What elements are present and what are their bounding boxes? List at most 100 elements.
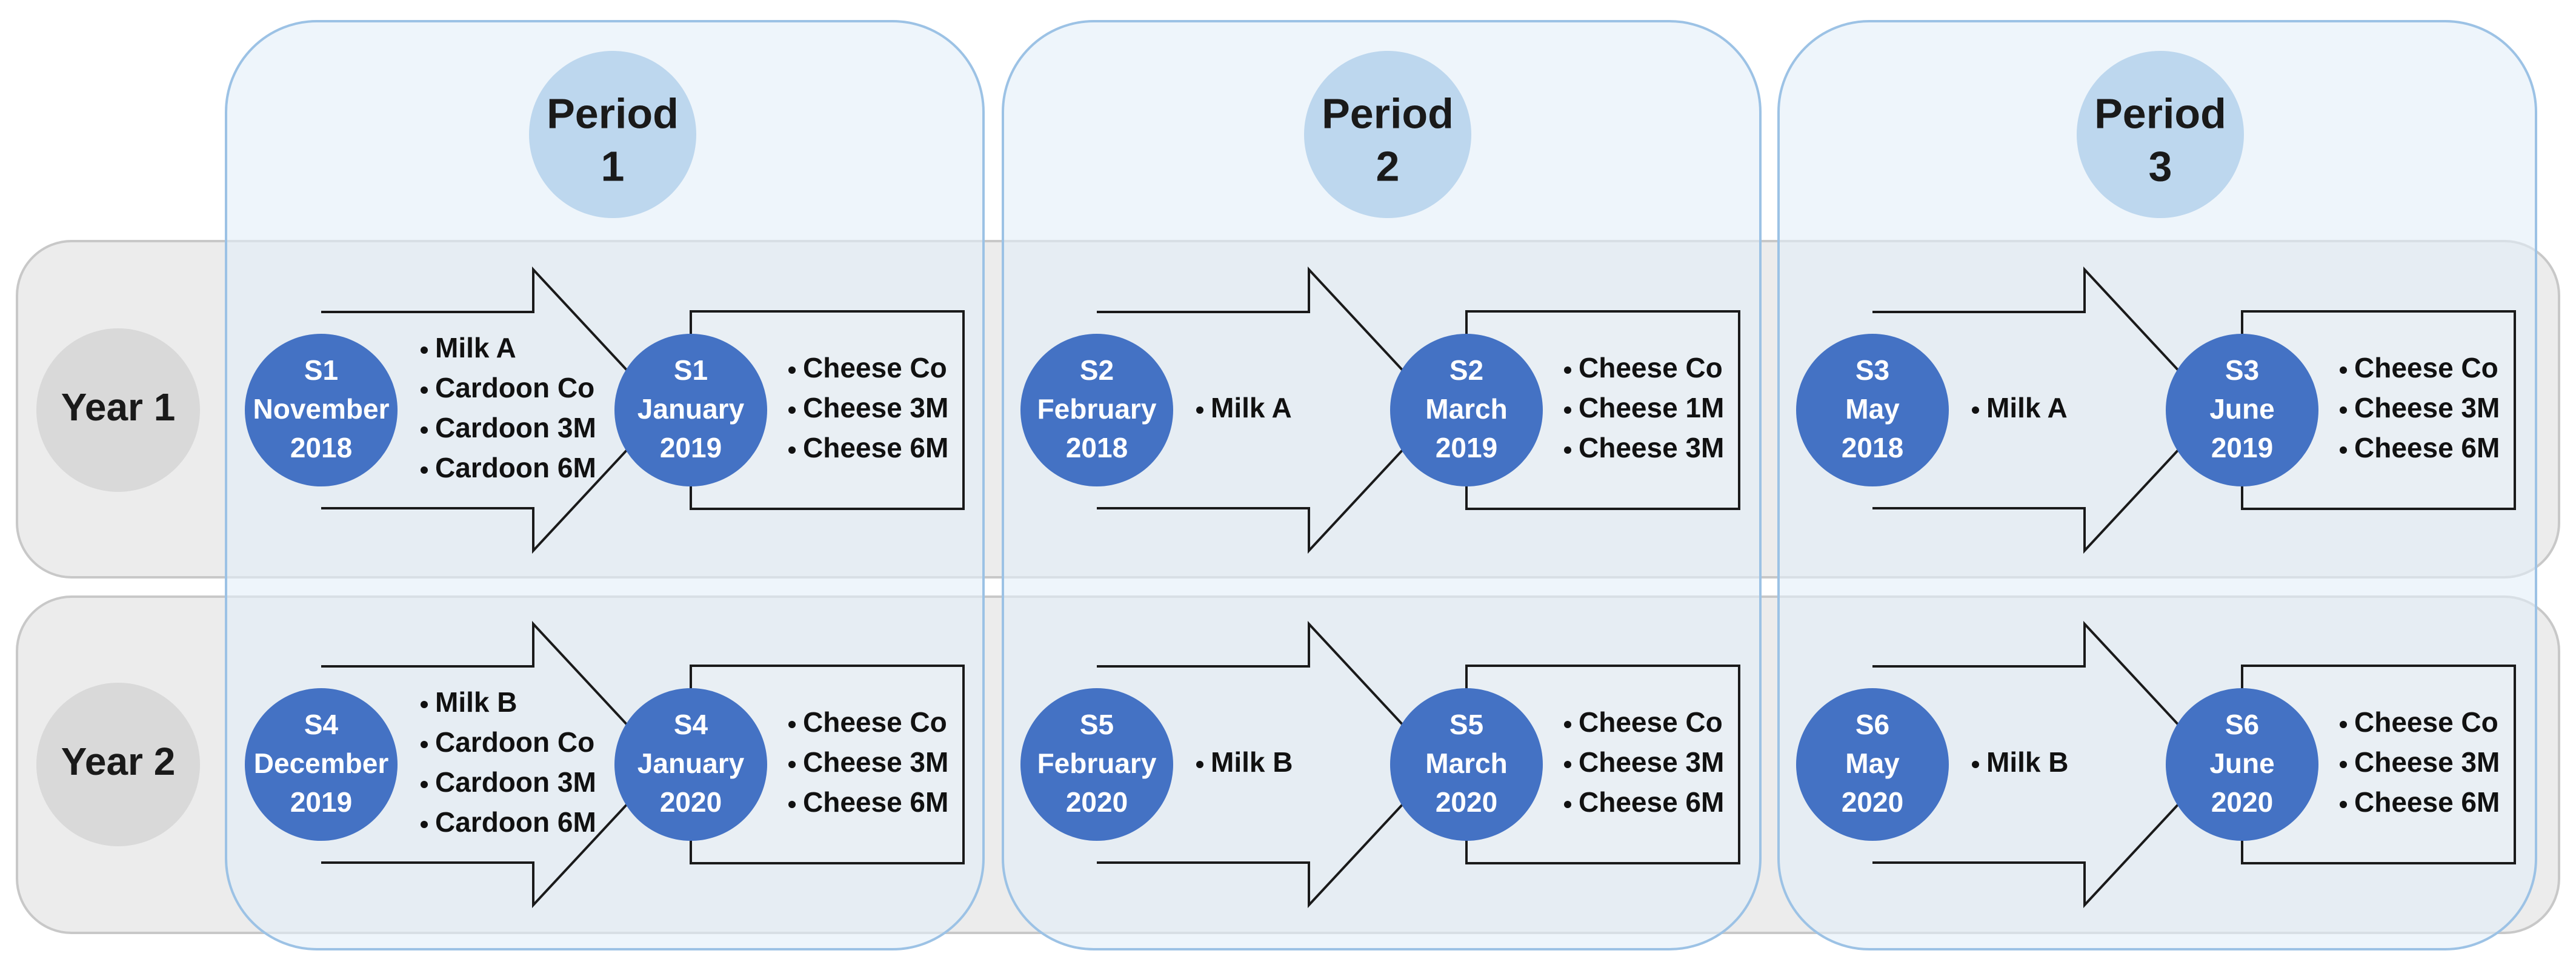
period-title: Period [1322, 90, 1454, 137]
year-circle [36, 683, 200, 846]
year-header-2: Year 2 [36, 683, 200, 846]
source-item: Cardoon 6M [435, 452, 596, 483]
result-item: Cheese Co [2354, 706, 2498, 738]
result-item: Cheese 6M [803, 432, 948, 463]
bullet-dot [421, 347, 428, 354]
target-year-label: 2019 [660, 432, 722, 463]
bullet-dot [788, 406, 796, 414]
target-year-label: 2020 [1436, 786, 1497, 818]
source-month-label: February [1037, 748, 1157, 779]
source-study-label: S6 [1855, 709, 1889, 740]
source-item: Milk B [1986, 746, 2068, 778]
period-panel-1 [225, 20, 985, 950]
source-year-label: 2018 [1066, 432, 1128, 463]
period-number: 3 [2149, 142, 2172, 190]
result-item: Cheese 3M [2354, 746, 2500, 778]
bullet-dot [2340, 406, 2347, 414]
period-header-1: Period 1 [529, 51, 696, 218]
source-item: Cardoon Co [435, 726, 594, 758]
source-study-label: S2 [1080, 354, 1114, 386]
target-node-circle [1390, 688, 1543, 841]
result-item: Cheese Co [803, 352, 947, 383]
target-study-label: S3 [2225, 354, 2259, 386]
source-study-label: S5 [1080, 709, 1114, 740]
source-node-circle [1796, 334, 1949, 486]
bullet-dot [1972, 761, 1979, 768]
result-item: Cheese Co [2354, 352, 2498, 383]
bullet-dot [788, 721, 796, 728]
bullet-dot [2340, 446, 2347, 454]
source-item: Cardoon 3M [435, 412, 596, 443]
source-node-circle [245, 688, 398, 841]
source-year-label: 2018 [290, 432, 352, 463]
bullet-dot [421, 781, 428, 788]
target-month-label: June [2209, 393, 2274, 425]
bullet-dot [421, 426, 428, 434]
bullet-dot [788, 366, 796, 374]
target-node-circle [1390, 334, 1543, 486]
bullet-dot [1196, 406, 1203, 414]
bullet-dot [1564, 801, 1571, 808]
target-node-circle [614, 688, 767, 841]
source-month-label: May [1845, 748, 1900, 779]
period-number: 1 [601, 142, 625, 190]
result-item: Cheese 6M [1579, 786, 1724, 818]
source-study-label: S3 [1855, 354, 1889, 386]
source-item: Milk A [435, 332, 516, 363]
target-study-label: S6 [2225, 709, 2259, 740]
source-item: Milk B [1211, 746, 1293, 778]
target-study-label: S2 [1449, 354, 1483, 386]
target-month-label: January [637, 748, 745, 779]
target-year-label: 2019 [1436, 432, 1497, 463]
result-item: Cheese 3M [1579, 432, 1724, 463]
period-panel-3 [1777, 20, 2537, 950]
period-circle [1304, 51, 1471, 218]
source-item: Cardoon 3M [435, 766, 596, 798]
target-month-label: March [1425, 748, 1507, 779]
period-circle [2077, 51, 2244, 218]
target-year-label: 2020 [660, 786, 722, 818]
source-node-circle [1796, 688, 1949, 841]
bullet-dot [421, 821, 428, 828]
source-month-label: February [1037, 393, 1157, 425]
bullet-dot [421, 466, 428, 474]
period-title: Period [547, 90, 679, 137]
target-study-label: S1 [674, 354, 708, 386]
bullet-dot [1564, 406, 1571, 414]
bullet-dot [421, 701, 428, 708]
bullet-dot [1564, 761, 1571, 768]
result-item: Cheese 3M [1579, 746, 1724, 778]
result-item: Cheese 3M [803, 392, 948, 423]
bullet-dot [1972, 406, 1979, 414]
bullet-dot [788, 446, 796, 454]
period-header-3: Period 3 [2077, 51, 2244, 218]
source-study-label: S1 [304, 354, 338, 386]
target-month-label: January [637, 393, 745, 425]
bullet-dot [421, 386, 428, 394]
result-item: Cheese 6M [2354, 432, 2500, 463]
period-title: Period [2094, 90, 2226, 137]
source-year-label: 2018 [1842, 432, 1903, 463]
year-label: Year 1 [61, 385, 176, 429]
year-label: Year 2 [61, 740, 176, 783]
bullet-dot [788, 801, 796, 808]
result-item: Cheese 6M [2354, 786, 2500, 818]
source-study-label: S4 [304, 709, 339, 740]
result-item: Cheese 3M [2354, 392, 2500, 423]
source-item: Milk A [1986, 392, 2068, 423]
source-node-circle [245, 334, 398, 486]
period-panel-2 [1002, 20, 1762, 950]
target-month-label: March [1425, 393, 1507, 425]
source-month-label: December [254, 748, 389, 779]
year-header-1: Year 1 [36, 328, 200, 492]
source-year-label: 2019 [290, 786, 352, 818]
target-year-label: 2020 [2211, 786, 2273, 818]
result-item: Cheese 3M [803, 746, 948, 778]
